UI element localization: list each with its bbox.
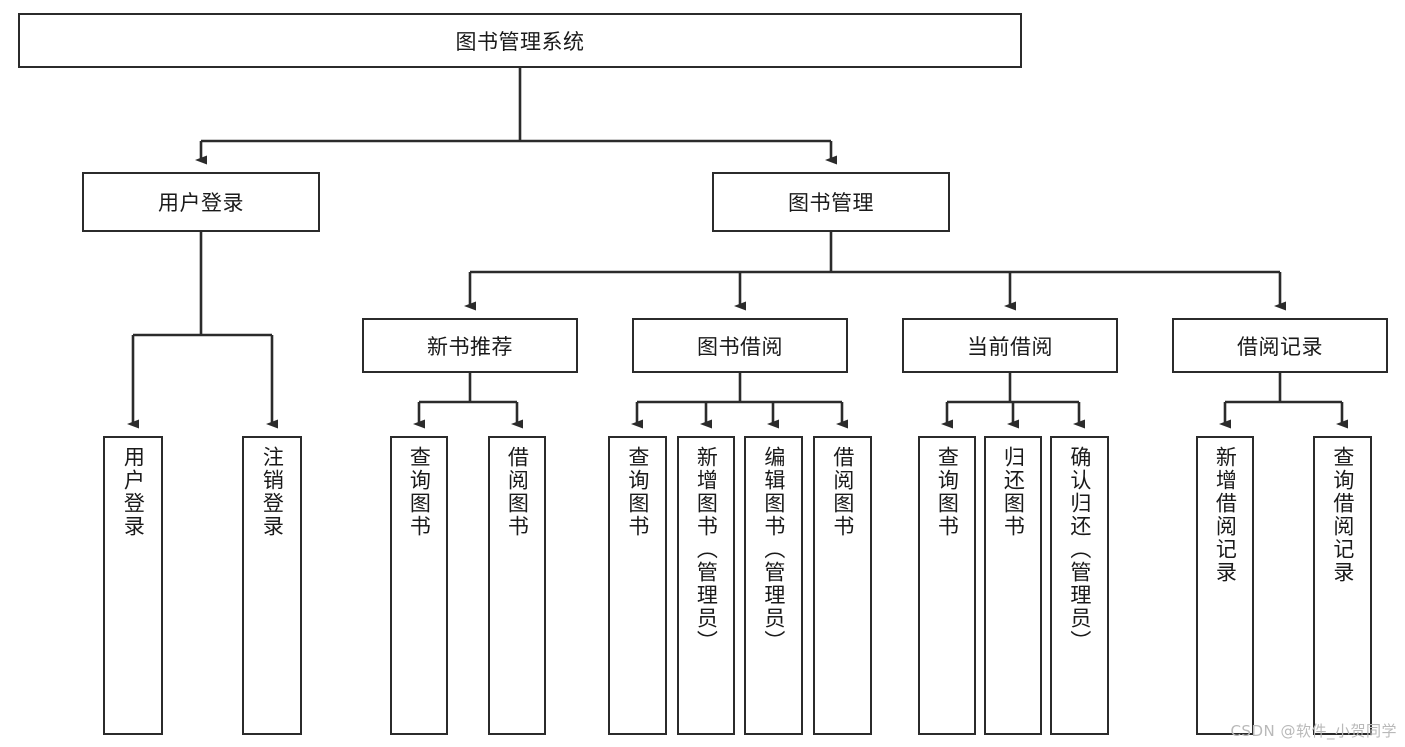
leaf-confirm-return-admin[interactable]: 确认归还（管理员） xyxy=(1050,436,1109,735)
node-new-book-recommend-label: 新书推荐 xyxy=(427,334,513,359)
node-user-login-label: 用户登录 xyxy=(158,191,244,215)
node-book-borrow-label: 图书借阅 xyxy=(697,334,783,359)
leaf-borrow-book-recommend-label: 借阅图书 xyxy=(505,446,530,538)
node-current-borrow[interactable]: 当前借阅 xyxy=(902,318,1118,373)
leaf-query-book-current[interactable]: 查询图书 xyxy=(918,436,976,735)
node-book-management[interactable]: 图书管理 xyxy=(712,172,950,232)
leaf-borrow-book-label: 借阅图书 xyxy=(830,446,855,538)
node-root[interactable]: 图书管理系统 xyxy=(18,13,1022,68)
leaf-add-borrow-record-label: 新增借阅记录 xyxy=(1213,446,1238,584)
leaf-add-book-admin-label: 新增图书（管理员） xyxy=(694,446,719,653)
node-new-book-recommend[interactable]: 新书推荐 xyxy=(362,318,578,373)
leaf-user-login-label: 用户登录 xyxy=(121,446,146,538)
node-user-login[interactable]: 用户登录 xyxy=(82,172,320,232)
leaf-add-book-admin[interactable]: 新增图书（管理员） xyxy=(677,436,735,735)
leaf-add-borrow-record[interactable]: 新增借阅记录 xyxy=(1196,436,1254,735)
leaf-query-book-borrow-label: 查询图书 xyxy=(625,446,650,538)
leaf-query-book-recommend[interactable]: 查询图书 xyxy=(390,436,448,735)
leaf-query-book-recommend-label: 查询图书 xyxy=(407,446,432,538)
leaf-user-login[interactable]: 用户登录 xyxy=(103,436,163,735)
leaf-edit-book-admin-label: 编辑图书（管理员） xyxy=(761,446,786,653)
leaf-borrow-book-recommend[interactable]: 借阅图书 xyxy=(488,436,546,735)
leaf-query-borrow-record-label: 查询借阅记录 xyxy=(1330,446,1355,584)
leaf-borrow-book[interactable]: 借阅图书 xyxy=(813,436,872,735)
leaf-user-logout-label: 注销登录 xyxy=(260,446,285,538)
node-borrow-record[interactable]: 借阅记录 xyxy=(1172,318,1388,373)
node-root-label: 图书管理系统 xyxy=(455,29,585,54)
node-book-borrow[interactable]: 图书借阅 xyxy=(632,318,848,373)
node-borrow-record-label: 借阅记录 xyxy=(1237,334,1323,359)
leaf-edit-book-admin[interactable]: 编辑图书（管理员） xyxy=(744,436,803,735)
leaf-user-logout[interactable]: 注销登录 xyxy=(242,436,302,735)
leaf-query-borrow-record[interactable]: 查询借阅记录 xyxy=(1313,436,1372,735)
watermark: CSDN @软件_小贺同学 xyxy=(1230,722,1397,740)
leaf-query-book-borrow[interactable]: 查询图书 xyxy=(608,436,667,735)
leaf-return-book[interactable]: 归还图书 xyxy=(984,436,1042,735)
leaf-query-book-current-label: 查询图书 xyxy=(935,446,960,538)
node-current-borrow-label: 当前借阅 xyxy=(967,334,1053,359)
leaf-confirm-return-admin-label: 确认归还（管理员） xyxy=(1067,446,1092,653)
leaf-return-book-label: 归还图书 xyxy=(1001,446,1026,538)
node-book-management-label: 图书管理 xyxy=(788,191,874,215)
